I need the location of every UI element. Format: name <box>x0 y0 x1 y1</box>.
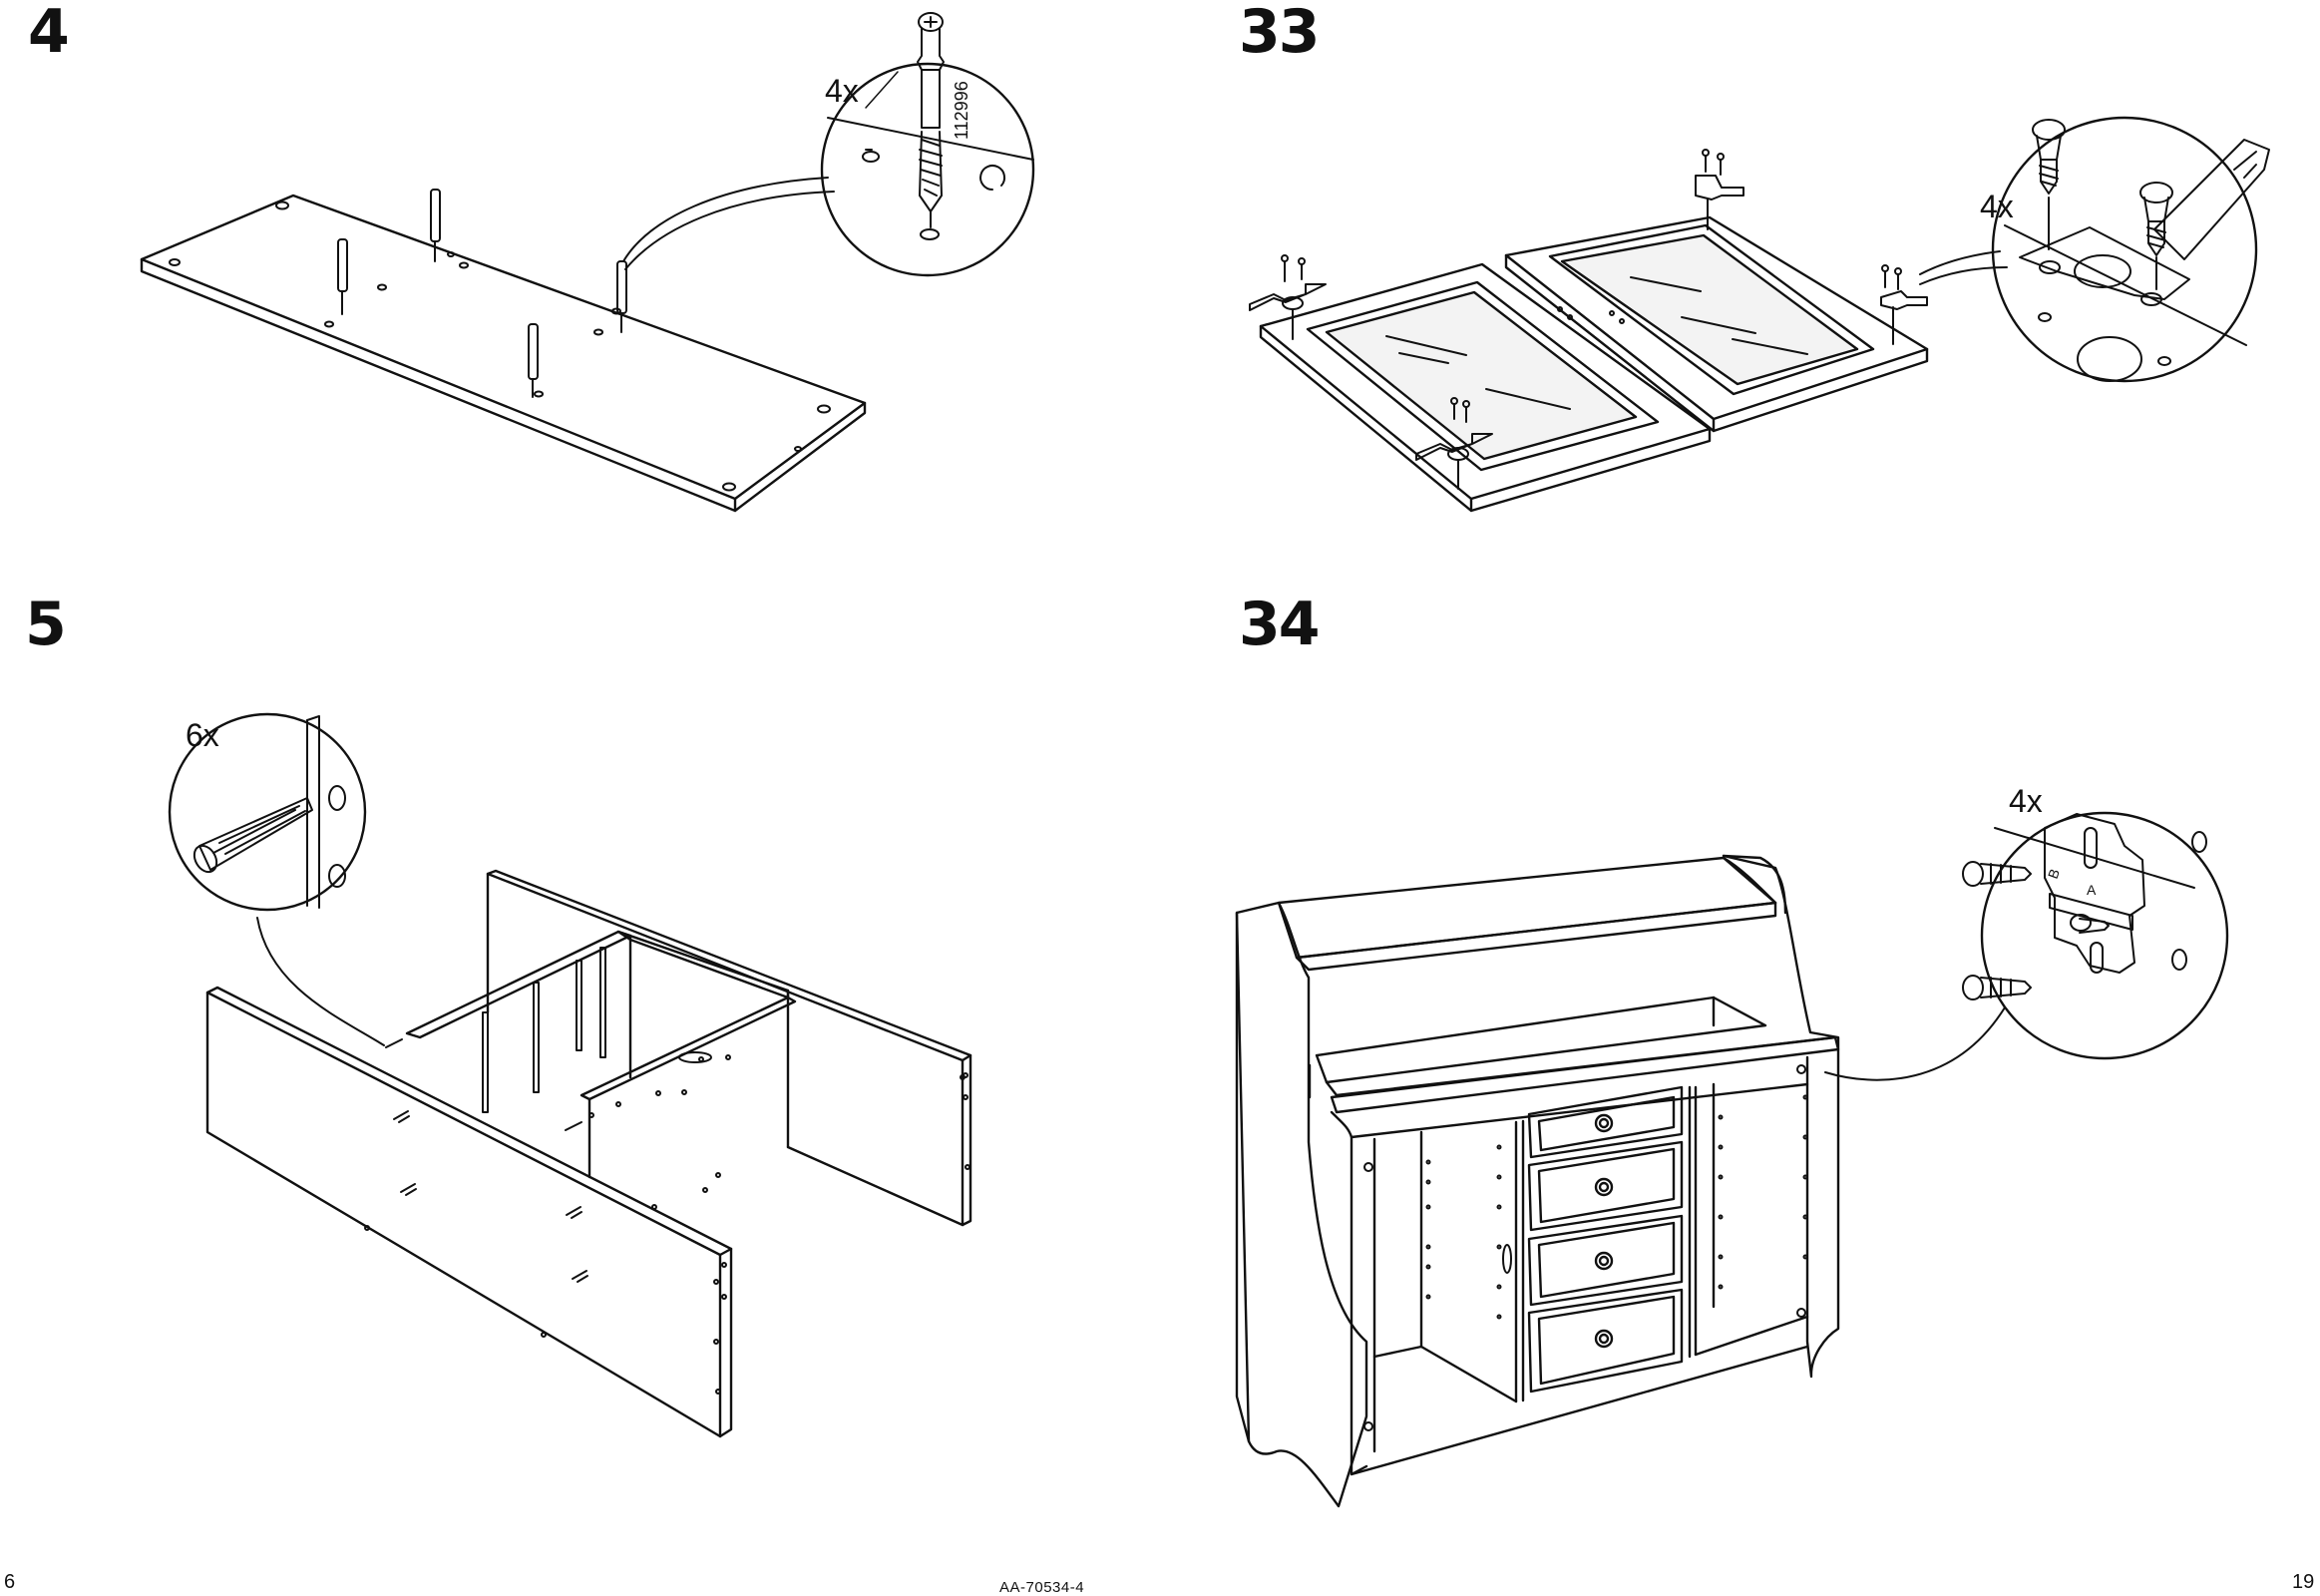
screw-icons <box>2033 120 2172 289</box>
step-33-doors-illustration <box>1250 118 2269 511</box>
dowel-icons <box>338 190 626 397</box>
wood-dowel-icon <box>190 798 312 876</box>
cam-screw-icon <box>918 13 944 227</box>
step-34-cabinet-illustration <box>1237 813 2227 1506</box>
plate-label-b: B <box>2045 867 2063 881</box>
drawer-stack <box>1529 1087 1682 1392</box>
step-5-carcass-illustration <box>170 714 970 1436</box>
plate-label-a: A <box>2087 882 2097 898</box>
step-5-callout-qty: 6x <box>186 717 219 753</box>
document-code: AA-70534-4 <box>999 1580 1084 1596</box>
right-page-number: 19 <box>2292 1572 2314 1592</box>
left-page-number: 6 <box>4 1572 15 1592</box>
step-33-callout-qty: 4x <box>1980 189 2014 224</box>
step-34-callout-qty: 4x <box>2009 783 2043 819</box>
step-4-callout-qty: 4x <box>825 73 859 109</box>
step-4-panel-illustration <box>142 13 1033 511</box>
step-34-detail-circle <box>1982 813 2227 1058</box>
part-number-label: 112996 <box>952 81 971 140</box>
step-33-detail-circle <box>1993 118 2256 381</box>
